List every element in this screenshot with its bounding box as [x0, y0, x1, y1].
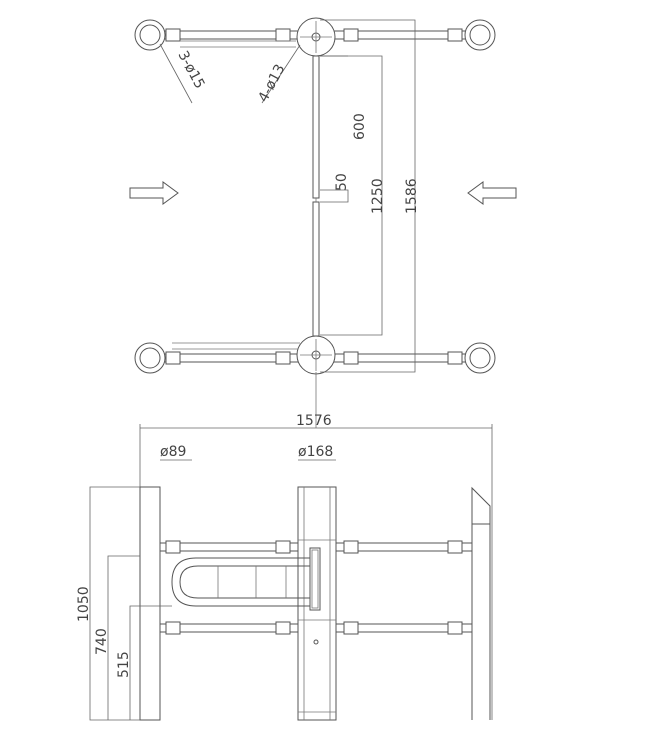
dim-post-small: ø89 — [160, 444, 186, 460]
top-rail — [150, 28, 480, 48]
dim-width-1586: 1586 — [404, 178, 420, 214]
arrow-left-icon — [467, 181, 517, 205]
dim-width-600: 600 — [352, 113, 368, 140]
plan-dimension-lines — [159, 19, 416, 373]
dim-hole-large: 4-ø13 — [255, 62, 288, 105]
height-dimension-lines — [89, 486, 172, 721]
dim-height-515: 515 — [116, 651, 132, 678]
dim-hole-small: 3-ø15 — [174, 48, 207, 91]
left-post — [139, 486, 161, 721]
right-post — [471, 486, 491, 720]
dim-post-large: ø168 — [298, 444, 333, 460]
dim-height-740: 740 — [94, 628, 110, 655]
center-post — [297, 486, 337, 721]
elevation-view: 1576 ø89 ø168 — [76, 413, 493, 721]
swing-gate-arm — [171, 547, 321, 611]
dim-width-1250: 1250 — [370, 178, 386, 214]
gate-post-bottom — [296, 335, 336, 375]
corner-post-bottom-left — [134, 342, 166, 374]
overall-width-dimension — [139, 424, 493, 720]
corner-post-top-left — [134, 19, 166, 51]
elevation-rails — [159, 540, 473, 635]
gate-post-top — [296, 17, 336, 57]
dim-height-1050: 1050 — [76, 586, 92, 622]
dim-width-50: 50 — [334, 173, 350, 191]
plan-view: 3-ø15 4-ø13 600 50 1250 1586 — [129, 17, 517, 428]
arrow-right-icon — [129, 181, 179, 205]
gate-leaves — [312, 55, 320, 337]
dim-overall-width: 1576 — [296, 413, 332, 429]
corner-post-bottom-right — [464, 342, 496, 374]
corner-post-top-right — [464, 19, 496, 51]
